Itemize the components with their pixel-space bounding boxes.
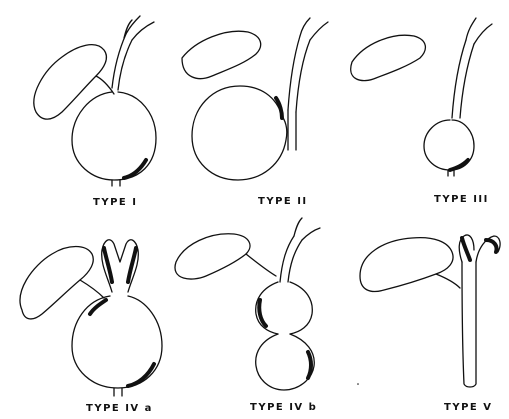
cyst-wall-shade xyxy=(90,300,154,386)
label-type-4b: TYPE IV b xyxy=(250,402,317,413)
hepatic-duct-left xyxy=(280,236,302,282)
hepatic-duct-right xyxy=(294,218,320,240)
label-type-5: TYPE V xyxy=(444,402,492,413)
panel-type-4b-drawing xyxy=(175,218,320,390)
hepatic-duct-right xyxy=(300,18,328,40)
label-type-4a: TYPE IV a xyxy=(86,403,153,414)
gallbladder xyxy=(34,45,107,119)
cyst-wall-shade xyxy=(276,98,282,118)
hepatic-duct-right xyxy=(124,16,154,40)
label-type-1: TYPE I xyxy=(93,197,137,208)
intrahepatic-cyst-shade xyxy=(462,238,497,260)
distal-duct xyxy=(288,110,296,150)
cystic-duct xyxy=(80,280,104,298)
diverticulum-cyst xyxy=(192,86,287,180)
hepatic-duct-left xyxy=(452,40,474,118)
panel-type-3-drawing xyxy=(351,18,492,176)
hepatic-duct-shade xyxy=(104,248,136,282)
hepatic-duct-left xyxy=(288,36,310,112)
panel-type-2-drawing xyxy=(182,18,328,180)
panel-type-5-drawing xyxy=(360,235,500,387)
cyst-wall-shade xyxy=(259,300,311,378)
label-type-3: TYPE III xyxy=(434,194,489,205)
hepatic-duct-left xyxy=(112,34,132,90)
panel-type-4a-drawing xyxy=(20,240,162,396)
gallbladder xyxy=(360,238,453,292)
gallbladder xyxy=(175,234,250,279)
label-type-2: TYPE II xyxy=(258,196,308,207)
panel-type-1-drawing xyxy=(34,16,156,186)
gallbladder xyxy=(182,31,261,78)
common-bile-duct xyxy=(462,262,476,387)
cystic-duct xyxy=(246,254,276,276)
gallbladder xyxy=(351,35,426,80)
distal-duct xyxy=(112,180,120,186)
hepatic-duct-right xyxy=(466,18,492,44)
cystic-duct xyxy=(96,76,114,94)
gallbladder xyxy=(20,247,93,319)
speck-mark xyxy=(357,383,359,385)
lower-cyst xyxy=(256,334,315,390)
distal-duct xyxy=(114,388,122,396)
cystic-duct xyxy=(436,274,460,288)
